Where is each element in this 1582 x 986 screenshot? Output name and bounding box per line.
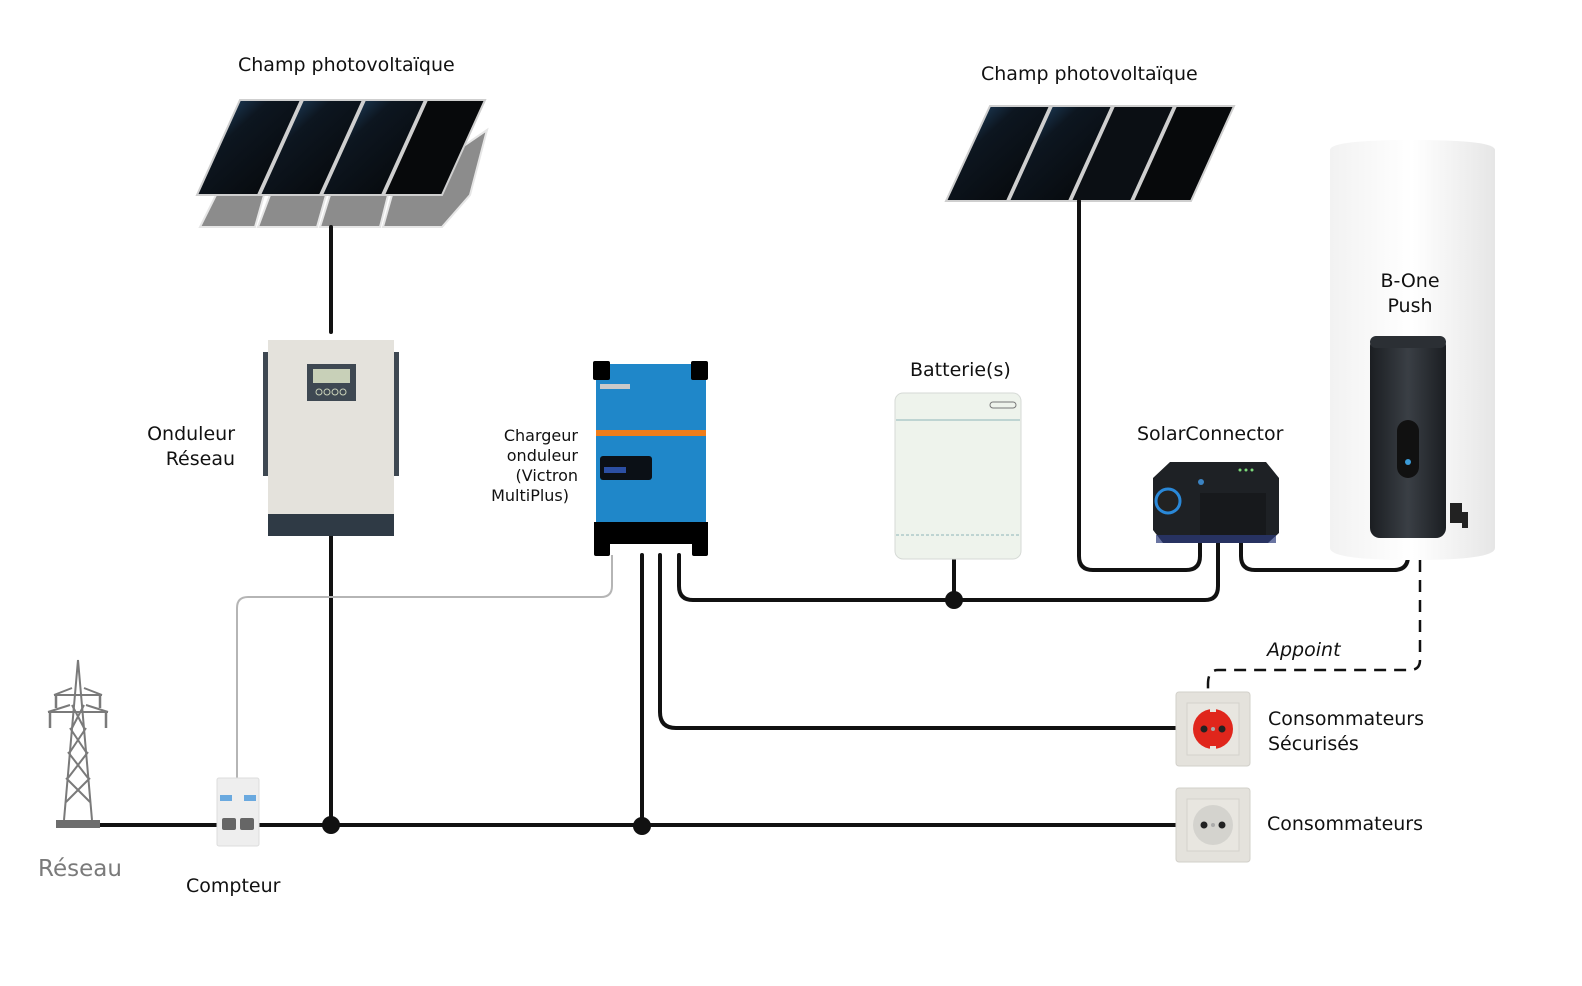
secured-consumers-label-line: Sécurisés <box>1268 733 1359 755</box>
secured-socket-icon <box>1175 691 1251 767</box>
consumers-label: Consommateurs <box>1267 813 1424 835</box>
junction-dot <box>322 816 340 834</box>
battery-label: Batterie(s) <box>910 359 1011 381</box>
meter-label: Compteur <box>186 875 281 897</box>
appoint-label: Appoint <box>1267 639 1341 661</box>
b-one-push-label-line: Push <box>1387 295 1433 317</box>
pv-panels <box>195 99 487 196</box>
junction-dot <box>945 591 963 609</box>
pv-field-left <box>195 99 489 228</box>
solar-connector-label: SolarConnector <box>1137 423 1284 445</box>
pv-field-right-label: Champ photovoltaïque <box>981 63 1198 85</box>
grid-inverter-label-line: Réseau <box>165 448 235 470</box>
charger-inverter-label-line: (Victron <box>515 466 578 485</box>
b-one-push-label-line: B-One <box>1380 270 1440 292</box>
energy-meter-device <box>216 777 260 847</box>
standard-socket-icon <box>1175 787 1251 863</box>
wire-multiplus-ac-out <box>658 553 1178 730</box>
b-one-push-label: B-One Push <box>1360 269 1460 319</box>
battery-device <box>894 392 1022 560</box>
junction-dots <box>322 591 963 835</box>
solar-connector-device <box>1153 462 1279 543</box>
pv-field-left-label: Champ photovoltaïque <box>238 54 455 76</box>
secured-consumers-label: Consommateurs Sécurisés <box>1268 707 1424 757</box>
grid-pylon-icon <box>47 659 109 828</box>
victron-multiplus-device <box>593 361 708 556</box>
charger-inverter-label: Chargeur onduleur (Victron MultiPlus) <box>480 426 578 506</box>
wire-solarconnector-to-bone <box>1239 530 1410 572</box>
wire-pv-to-solarconnector <box>1077 199 1202 572</box>
b-one-push-device <box>1370 336 1468 538</box>
charger-inverter-label-line: MultiPlus) <box>491 486 569 505</box>
grid-inverter-label-line: Onduleur <box>147 423 235 445</box>
charger-inverter-label-line: onduleur <box>506 446 578 465</box>
secured-consumers-label-line: Consommateurs <box>1268 708 1425 730</box>
charger-inverter-label-line: Chargeur <box>503 426 578 445</box>
comm-wire-meter-to-multiplus <box>236 555 613 778</box>
junction-dot <box>633 817 651 835</box>
pv-field-right <box>944 105 1236 202</box>
grid-inverter-label: Onduleur Réseau <box>140 422 235 472</box>
appoint-dashed-line <box>1206 560 1422 692</box>
grid-inverter-device <box>263 340 399 536</box>
grid-label: Réseau <box>38 856 122 882</box>
